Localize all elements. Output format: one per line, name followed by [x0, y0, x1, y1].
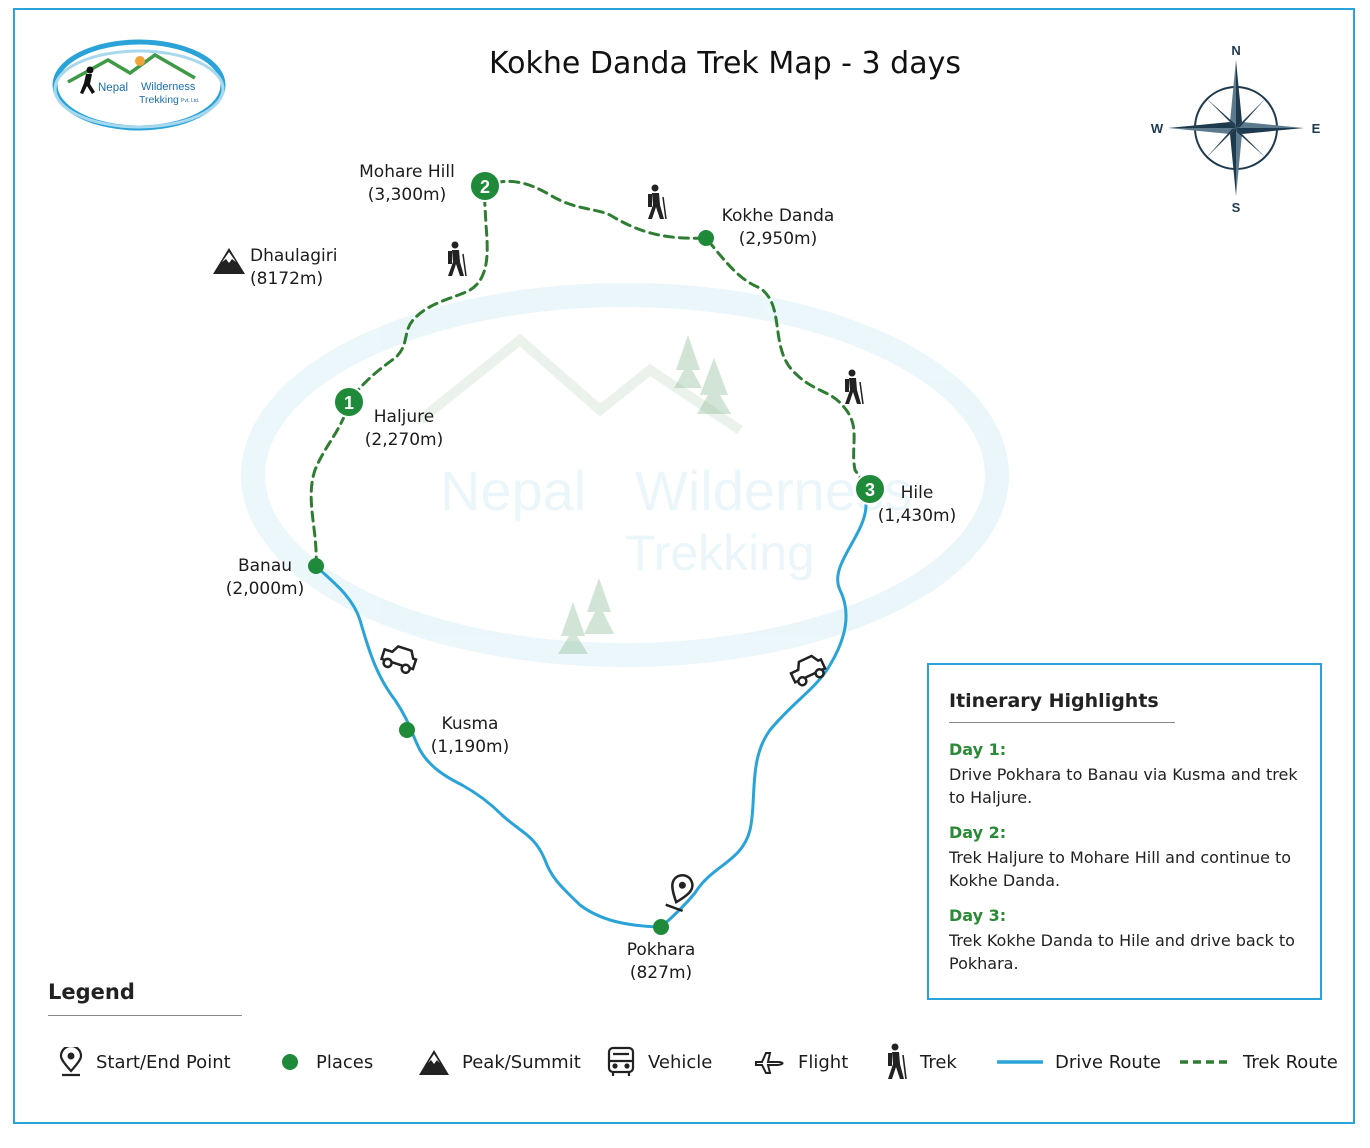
- label-pokhara: Pokhara(827m): [626, 940, 696, 983]
- place-dot-icon: [282, 1054, 298, 1070]
- legend-divider: [48, 1015, 242, 1016]
- legend-label: Flight: [798, 1051, 849, 1073]
- svg-text:1: 1: [344, 393, 354, 413]
- svg-text:Trekking: Trekking: [625, 525, 815, 581]
- legend-heading: Legend: [48, 980, 135, 1004]
- start-end-pin-icon: [665, 874, 694, 913]
- legend-label: Start/End Point: [96, 1051, 231, 1073]
- itinerary-heading: Itinerary Highlights: [949, 690, 1159, 712]
- legend-label: Trek Route: [1243, 1051, 1338, 1073]
- tree-icon: [558, 335, 731, 654]
- legend-item-drive-route: Drive Route: [997, 1048, 1161, 1076]
- svg-text:S: S: [1232, 200, 1241, 215]
- day-title: Day 2:: [949, 823, 1007, 842]
- day-text: Trek Kokhe Danda to Hile and drive back …: [949, 931, 1295, 973]
- place-dot-banau[interactable]: [308, 558, 324, 574]
- legend-label: Peak/Summit: [462, 1051, 581, 1073]
- place-dot-kokhe-danda[interactable]: [698, 230, 714, 246]
- hiker-icon: [448, 184, 864, 405]
- drive-route-west: [314, 564, 663, 929]
- itinerary-divider: [949, 722, 1175, 723]
- label-banau: Banau(2,000m): [225, 556, 305, 599]
- legend-item-trek: Trek: [882, 1043, 957, 1080]
- pin-icon: [59, 1047, 83, 1077]
- svg-text:3: 3: [865, 480, 875, 500]
- watermark: Nepal Wilderness Trekking: [241, 283, 1009, 667]
- place-dot-kusma[interactable]: [399, 722, 415, 738]
- label-kusma: Kusma(1,190m): [430, 714, 510, 757]
- marker-day-3[interactable]: 3: [854, 473, 886, 505]
- legend-item-peak: Peak/Summit: [418, 1048, 581, 1076]
- airplane-icon: [755, 1052, 784, 1074]
- place-dots: [308, 230, 714, 935]
- day-title: Day 1:: [949, 740, 1007, 759]
- day-text: Trek Haljure to Mohare Hill and continue…: [949, 848, 1292, 890]
- legend-item-flight: Flight: [754, 1048, 848, 1076]
- legend-item-trek-route: Trek Route: [1179, 1048, 1338, 1076]
- drive-line-icon: [997, 1060, 1043, 1064]
- svg-text:Trekking: Trekking: [139, 94, 179, 106]
- legend-item-start-end: Start/End Point: [58, 1047, 231, 1077]
- itinerary-day-3: Day 3: Trek Kokhe Danda to Hile and driv…: [949, 905, 1309, 975]
- legend-label: Places: [316, 1051, 374, 1073]
- itinerary-panel: Itinerary Highlights Day 1: Drive Pokhar…: [927, 663, 1322, 1000]
- label-hile: Hile(1,430m): [877, 483, 957, 526]
- itinerary-day-1: Day 1: Drive Pokhara to Banau via Kusma …: [949, 739, 1309, 809]
- bus-icon: [607, 1046, 635, 1076]
- svg-text:Pvt. Ltd.: Pvt. Ltd.: [181, 98, 199, 104]
- svg-text:W: W: [1151, 121, 1164, 136]
- svg-text:Nepal: Nepal: [440, 459, 586, 522]
- legend-item-places: Places: [278, 1048, 373, 1076]
- svg-text:Wilderness: Wilderness: [141, 81, 196, 93]
- peak-icon: [419, 1050, 449, 1075]
- marker-day-1[interactable]: 1: [333, 386, 365, 418]
- hiker-icon: [888, 1043, 907, 1080]
- map-frame: [13, 8, 1355, 1124]
- svg-text:N: N: [1231, 43, 1240, 58]
- label-mohare-hill: Mohare Hill(3,300m): [359, 162, 455, 205]
- legend-item-vehicle: Vehicle: [606, 1046, 713, 1076]
- label-dhaulagiri: Dhaulagiri(8172m): [250, 246, 338, 289]
- day-text: Drive Pokhara to Banau via Kusma and tre…: [949, 765, 1298, 807]
- place-dot-pokhara[interactable]: [653, 919, 669, 935]
- day-title: Day 3:: [949, 906, 1007, 925]
- label-kokhe-danda: Kokhe Danda(2,950m): [721, 206, 835, 249]
- trek-line-icon: [1180, 1060, 1230, 1064]
- map-title: Kokhe Danda Trek Map - 3 days: [489, 46, 961, 81]
- svg-text:E: E: [1312, 121, 1321, 136]
- svg-text:Nepal: Nepal: [98, 82, 128, 94]
- peak-icon: [213, 248, 245, 274]
- marker-day-2[interactable]: 2: [469, 170, 501, 202]
- svg-text:2: 2: [480, 177, 490, 197]
- compass-rose-icon: N S E W: [1151, 43, 1321, 215]
- legend-label: Drive Route: [1055, 1051, 1161, 1073]
- label-haljure: Haljure(2,270m): [364, 407, 444, 450]
- legend-label: Trek: [920, 1051, 957, 1073]
- itinerary-day-2: Day 2: Trek Haljure to Mohare Hill and c…: [949, 822, 1309, 892]
- drive-route-east: [659, 487, 870, 929]
- company-logo: Nepal Wilderness Trekking Pvt. Ltd.: [52, 39, 226, 131]
- legend-label: Vehicle: [648, 1051, 713, 1073]
- jeep-icon: [379, 644, 827, 687]
